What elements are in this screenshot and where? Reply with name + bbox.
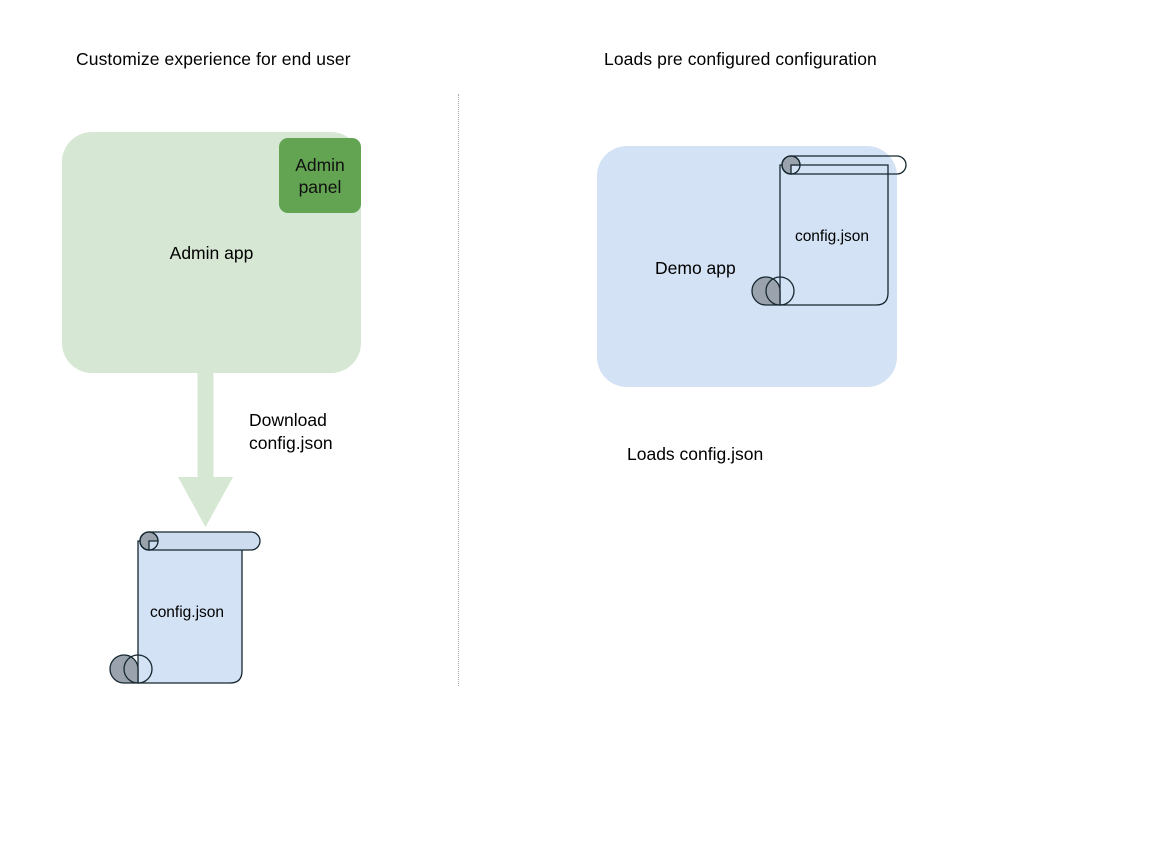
- config-json-document-left[interactable]: config.json: [109, 529, 263, 689]
- admin-app-label: Admin app: [169, 243, 254, 263]
- download-arrow-label-line2: config.json: [249, 432, 333, 453]
- admin-panel-label-line2: panel: [298, 176, 342, 197]
- config-json-document-right[interactable]: config.json: [751, 153, 909, 309]
- loads-config-caption: Loads config.json: [627, 444, 764, 464]
- demo-app-label: Demo app: [655, 258, 736, 278]
- download-arrow-icon: [178, 371, 233, 527]
- column-divider: [458, 94, 459, 686]
- download-arrow-label: Download config.json: [249, 409, 333, 454]
- demo-app-box[interactable]: Demo app: [597, 146, 897, 387]
- download-arrow-label-line1: Download: [249, 410, 327, 430]
- left-column-title: Customize experience for end user: [76, 49, 351, 69]
- right-column-title: Loads pre configured configuration: [604, 49, 877, 69]
- config-json-label-right: config.json: [794, 228, 870, 245]
- admin-panel-label-line1: Admin: [295, 154, 345, 175]
- config-json-label-left: config.json: [149, 604, 225, 621]
